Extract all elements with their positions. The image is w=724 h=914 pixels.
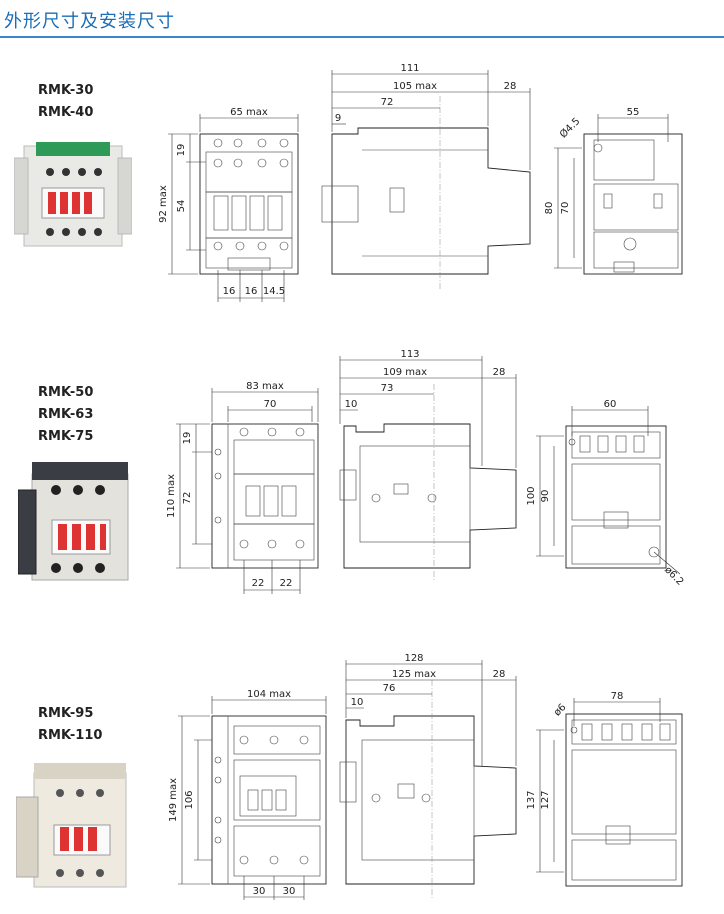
dim-label: 10 [351, 697, 364, 708]
dim-label: 10 [345, 399, 358, 410]
dim-label: 90 [540, 490, 551, 503]
model-label: RMK-50 [38, 385, 94, 400]
model-label: RMK-63 [38, 407, 94, 422]
dim-label: 22 [252, 578, 265, 589]
dim-label: 16 [245, 286, 258, 297]
side-dims-2: 113 109 max 73 10 28 [339, 349, 517, 468]
dim-label: 100 [526, 486, 537, 505]
dim-label: 28 [493, 669, 506, 680]
dim-label: 125 max [392, 669, 436, 680]
back-dims-3: 78 ø6 137 127 [526, 691, 661, 873]
dim-label: 110 max [166, 474, 177, 518]
model-label: RMK-30 [38, 83, 94, 98]
model-label: RMK-95 [38, 706, 94, 721]
model-label: RMK-75 [38, 429, 94, 444]
side-view-2 [339, 384, 517, 580]
dim-label: 55 [627, 107, 640, 118]
dim-label: 28 [504, 81, 517, 92]
dim-label: 65 max [230, 107, 268, 118]
dim-label: 78 [611, 691, 624, 702]
dim-label: 113 [400, 349, 419, 360]
dim-label: 92 max [158, 185, 169, 223]
dim-label: 137 [526, 790, 537, 809]
dim-label: 54 [176, 200, 187, 213]
dim-label: 30 [283, 886, 296, 897]
front-dims-2: 83 max 70 110 max 19 72 22 22 [166, 381, 319, 594]
header-rule [0, 36, 724, 38]
dim-label: 19 [182, 432, 193, 445]
back-view-2 [565, 425, 667, 569]
dim-label: 106 [184, 790, 195, 809]
front-view-1 [199, 133, 299, 275]
dim-label: 104 max [247, 689, 291, 700]
dim-label: 80 [544, 202, 555, 215]
dim-label: 70 [560, 202, 571, 215]
section-2-models: RMK-50 RMK-63 RMK-75 [38, 382, 93, 448]
dim-label: 72 [381, 97, 394, 108]
dim-label: 16 [223, 286, 236, 297]
side-view-3 [339, 680, 517, 900]
back-view-3 [565, 713, 683, 887]
dim-label: 28 [493, 367, 506, 378]
model-label: RMK-110 [38, 728, 103, 743]
product-photo-rmk95 [16, 763, 127, 888]
side-view-1 [321, 96, 531, 290]
dim-label: 111 [400, 63, 419, 74]
dim-label: 14.5 [263, 286, 285, 297]
dim-label: 109 max [383, 367, 427, 378]
product-photo-rmk50 [18, 462, 129, 581]
dim-label: 149 max [168, 778, 179, 822]
dim-label: 72 [182, 492, 193, 505]
page-header: 外形尺寸及安装尺寸 [0, 0, 724, 40]
dim-label: 9 [335, 113, 341, 124]
dim-label: Ø4.5 [557, 115, 582, 140]
dim-label: 19 [176, 144, 187, 157]
front-dims-1: 65 max 92 max 19 54 16 16 14.5 [158, 107, 299, 302]
front-view-2 [211, 423, 319, 569]
front-dims-3: 104 max 149 max 106 30 30 [168, 689, 327, 900]
dim-label: 76 [383, 683, 396, 694]
dim-label: 83 max [246, 381, 284, 392]
dim-label: 60 [604, 399, 617, 410]
dim-label: 30 [253, 886, 266, 897]
dim-label: 22 [280, 578, 293, 589]
dim-label: 105 max [393, 81, 437, 92]
side-dims-1: 111 105 max 72 9 28 [331, 63, 531, 170]
section-1-models: RMK-30 RMK-40 [38, 80, 93, 124]
product-photo-rmk30 [14, 142, 132, 247]
section-3-models: RMK-95 RMK-110 [38, 703, 102, 747]
page-title: 外形尺寸及安装尺寸 [4, 11, 175, 32]
model-label: RMK-40 [38, 105, 94, 120]
side-dims-3: 128 125 max 76 10 28 [345, 653, 517, 766]
dim-label: 128 [404, 653, 423, 664]
dim-label: ø6.2 [662, 565, 685, 588]
dim-label: 70 [264, 399, 277, 410]
back-view-1 [583, 133, 683, 275]
back-dims-2: 60 100 90 ø6.2 [526, 399, 685, 588]
dim-label: 127 [540, 790, 551, 809]
front-view-3 [211, 715, 327, 885]
dim-label: 73 [381, 383, 394, 394]
